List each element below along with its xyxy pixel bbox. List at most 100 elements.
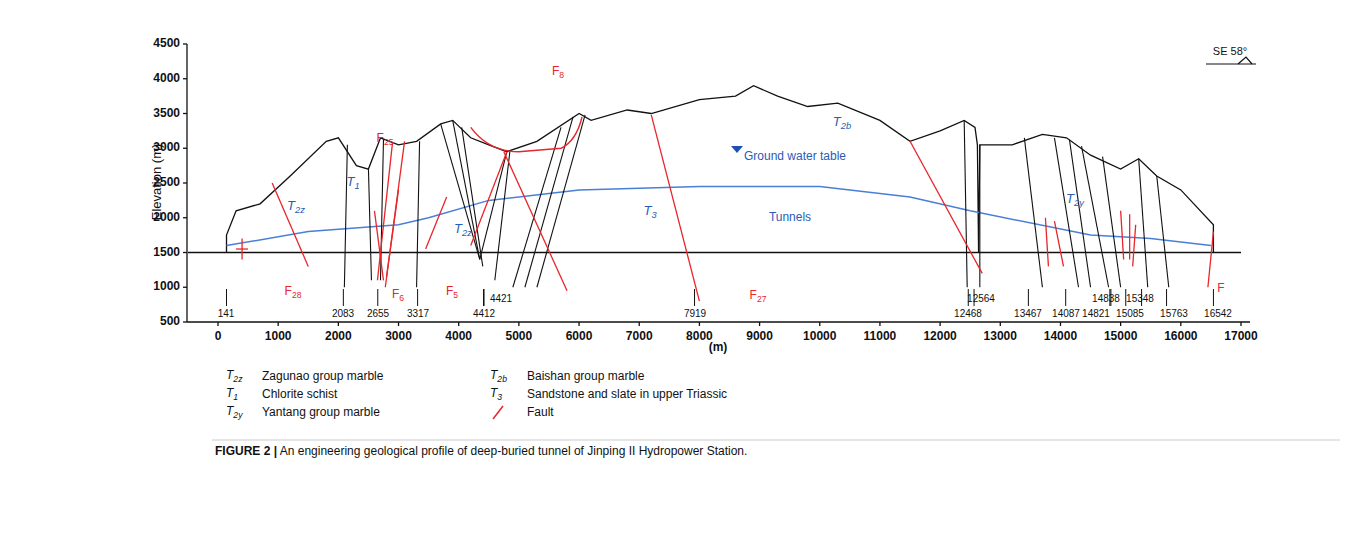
chainage-tick [1065, 289, 1066, 306]
x-tick [338, 322, 339, 326]
chainage-tick [694, 289, 695, 306]
y-tick-label: 3500 [153, 107, 180, 120]
direction-arrow-head [1238, 57, 1252, 64]
x-tick-label: 3000 [385, 330, 412, 343]
x-tick-label: 2000 [325, 330, 352, 343]
chainage-number: 15763 [1160, 308, 1188, 319]
chainage-number: 14821 [1082, 308, 1110, 319]
x-tick [458, 322, 459, 326]
ground-surface [227, 86, 1214, 253]
x-tick [699, 322, 700, 326]
fault-line [1054, 221, 1063, 266]
stratum-boundary [525, 117, 573, 287]
chainage-tick [1028, 289, 1029, 306]
legend-text: Fault [527, 406, 554, 419]
y-tick [183, 148, 187, 149]
x-tick-label: 12000 [923, 330, 956, 343]
y-tick-label: 1500 [153, 246, 180, 259]
stratum-label: T2z [454, 222, 472, 238]
stratum-boundary [1054, 138, 1078, 287]
stratum-boundary [480, 152, 507, 260]
water-table-marker [731, 146, 743, 153]
legend-text: Baishan group marble [527, 370, 644, 383]
fault-line [504, 152, 567, 291]
fault-line [910, 141, 982, 273]
subscript: 2z [462, 228, 472, 238]
subscript: 6 [399, 293, 404, 303]
fault-line [272, 183, 308, 266]
chainage-number: 141 [218, 308, 235, 319]
stratum-boundary [495, 152, 510, 281]
x-tick [217, 322, 218, 326]
chainage-tick [484, 289, 485, 306]
legend-symbol: T2b [490, 369, 507, 384]
legend-text: Zagunao group marble [262, 370, 383, 383]
subscript: 2b [497, 374, 507, 384]
fault-line [1208, 232, 1214, 288]
annotation: Tunnels [769, 211, 811, 224]
x-tick-label: 5000 [506, 330, 533, 343]
stratum-boundary [537, 115, 585, 287]
stratum-boundary [964, 120, 967, 287]
subscript: 2y [233, 410, 242, 420]
chainage-number: 15085 [1116, 308, 1144, 319]
chainage-number: 12564 [967, 293, 995, 304]
chainage-number: 7919 [684, 308, 706, 319]
y-tick [183, 78, 187, 79]
x-axis [187, 321, 1250, 322]
x-tick [1120, 322, 1121, 326]
stratum-label: T2z [287, 199, 305, 215]
figure-caption: FIGURE 2 | An engineering geological pro… [215, 445, 747, 458]
x-tick [278, 322, 279, 326]
y-tick [183, 321, 187, 322]
subscript: 1 [233, 392, 238, 402]
subscript: 5 [453, 290, 458, 300]
x-tick-label: 4000 [445, 330, 472, 343]
y-tick [183, 182, 187, 183]
chainage-tick [417, 289, 418, 306]
fault-legend-sample [493, 406, 503, 419]
x-tick-label: 7000 [626, 330, 653, 343]
y-tick [183, 113, 187, 114]
x-tick-label: 16000 [1164, 330, 1197, 343]
legend-symbol: T2y [226, 405, 242, 420]
fault-line [386, 190, 398, 277]
x-tick-label: 15000 [1104, 330, 1137, 343]
x-tick [518, 322, 519, 326]
y-tick-label: 500 [160, 315, 180, 328]
fault-label: F6 [392, 288, 404, 303]
chainage-number: 3317 [407, 308, 429, 319]
fault-label: F28 [285, 285, 302, 300]
chainage-number: 12468 [954, 308, 982, 319]
stratum-boundary [453, 120, 480, 259]
subscript: 3 [651, 210, 656, 220]
x-tick [639, 322, 640, 326]
chainage-number: 16542 [1204, 308, 1232, 319]
annotation: Elevation (m) [150, 144, 164, 221]
x-tick [1180, 322, 1181, 326]
annotation: (m) [709, 341, 728, 354]
x-tick-label: 1000 [265, 330, 292, 343]
x-tick-label: 13000 [984, 330, 1017, 343]
legend-text: Sandstone and slate in upper Triassic [527, 388, 727, 401]
stratum-boundary [344, 145, 347, 287]
chainage-number: 4421 [490, 293, 512, 304]
x-tick [759, 322, 760, 326]
annotation: SE 58° [1213, 45, 1247, 57]
subscript: 1 [354, 181, 359, 191]
chainage-tick [483, 289, 484, 306]
chainage-tick [1166, 289, 1167, 306]
tunnel-line [188, 252, 1241, 253]
chainage-number: 13467 [1014, 308, 1042, 319]
subscript: 2z [233, 374, 242, 384]
subscript: 8 [559, 70, 564, 80]
x-tick [939, 322, 940, 326]
fault-line [426, 197, 447, 249]
fault-label: F5 [446, 285, 458, 300]
x-tick-label: 14000 [1044, 330, 1077, 343]
y-tick [183, 287, 187, 288]
stratum-boundary [1157, 176, 1169, 287]
caption-rule [212, 440, 1340, 441]
stratum-boundary [368, 169, 371, 280]
legend-symbol: T2z [226, 369, 242, 384]
